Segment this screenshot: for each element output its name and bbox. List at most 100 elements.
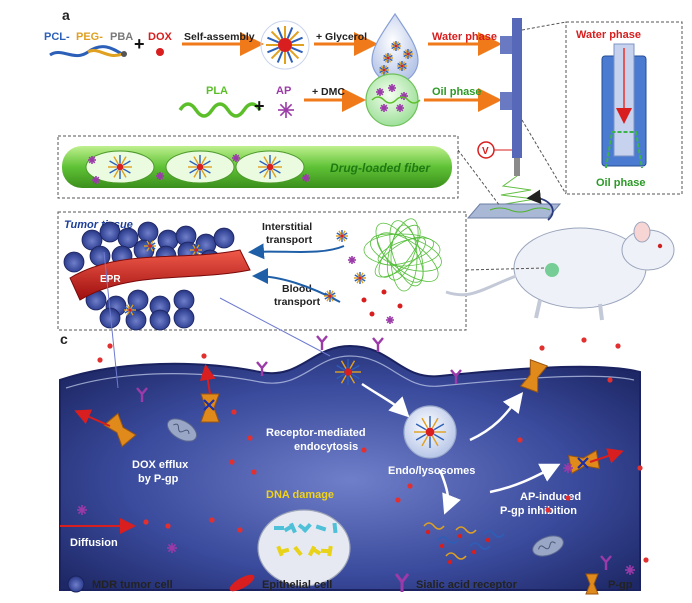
dox-dot (565, 495, 571, 501)
micelle-core-dot (425, 427, 435, 437)
inhibition-x-mark (577, 457, 589, 469)
ap-marks (77, 463, 635, 575)
micelle-arm (342, 230, 346, 235)
legend-label-sialic: Sialic acid receptor (416, 579, 518, 591)
pla-chain: PLA (178, 85, 262, 118)
micelle-arm (276, 27, 284, 39)
released-ap-star (348, 256, 356, 264)
released-chain-dox (447, 559, 453, 565)
micelle-arm (330, 297, 334, 302)
ap-molecule: AP (276, 85, 294, 118)
released-chains (423, 522, 505, 565)
droplet-micelle (379, 65, 389, 75)
fiber-micelle (188, 155, 212, 179)
fiber-micelle (108, 155, 132, 179)
pgp-pump-shape (103, 412, 137, 448)
ap-star-ray (348, 256, 356, 264)
dox-dot (201, 353, 207, 359)
micelle-arm (122, 160, 131, 166)
micelle-arm (384, 70, 389, 74)
fiber-ap-star (302, 174, 310, 182)
micelle-arm (267, 46, 279, 54)
zoom-line-bottom (521, 119, 567, 195)
micelle-arm (197, 250, 202, 254)
released-chain (469, 542, 491, 550)
endosome (403, 405, 457, 459)
incoming-micelle (335, 359, 361, 385)
efflux-arrow-top (199, 364, 216, 395)
micelle-arm (263, 169, 269, 178)
fiber-loop (374, 236, 426, 278)
dox-dots (97, 337, 649, 563)
ap-star-ray (167, 543, 177, 553)
ap-star-ray (279, 103, 293, 117)
incoming-micelle-inner (335, 359, 361, 385)
droplet-micelle (403, 49, 413, 59)
fiber-section: Drug-loaded fiber (57, 135, 501, 207)
micelle-arm (383, 54, 388, 58)
micelle-arm (408, 54, 412, 59)
micelle-arm (291, 36, 303, 44)
micelle-arm (351, 364, 360, 371)
micelle-core (278, 38, 292, 52)
micelle-arm (271, 169, 277, 178)
tumor-micelle (190, 244, 202, 256)
released-ap-star (386, 316, 394, 324)
micelle-arm (131, 306, 136, 310)
micelle-arm (351, 373, 360, 380)
spinneret-barrel (512, 18, 522, 158)
released-chain-dox (457, 533, 463, 539)
dox-dot (251, 469, 257, 475)
dox-dot (637, 465, 643, 471)
dox-dot (615, 343, 621, 349)
dmc-label: + DMC (312, 86, 345, 98)
ap-star-ray (563, 463, 573, 473)
released-dox-dot (361, 297, 367, 303)
fiber-loop (377, 237, 435, 266)
micelle-arm (331, 292, 336, 296)
blood-label: Blood (282, 283, 312, 295)
micelle-arm (408, 54, 413, 58)
nucleus (257, 509, 351, 587)
ap-star-ray (376, 88, 384, 96)
micelle-arm (431, 435, 439, 447)
micelle-arm (144, 242, 149, 246)
tumor-tissue-section: Tumor tissue EPR Interstitial transport … (57, 211, 467, 331)
micelle-arm (433, 433, 445, 441)
dna-fragment (274, 526, 284, 530)
mouse-eye (657, 243, 663, 249)
fiber-box (57, 135, 459, 199)
fiber-label: Drug-loaded fiber (330, 161, 431, 175)
efflux-arrow-left (74, 409, 111, 427)
polymer-chain-row1: PCL- PEG- PBA (44, 31, 133, 58)
micelle-arm (291, 46, 303, 54)
micelle-arm (388, 58, 393, 62)
fiber-loop (375, 222, 424, 283)
micelle-arm (193, 169, 199, 178)
dox-dot (407, 483, 413, 489)
released-chain (437, 536, 459, 544)
pba-label: PBA (110, 31, 133, 43)
micelle-arm (421, 435, 429, 447)
micelle-arm (270, 49, 281, 60)
dna-fragments (274, 522, 338, 557)
fiber-zoom-line (457, 149, 501, 207)
released-dox-dot (381, 289, 387, 295)
dox-dot (229, 459, 235, 465)
micelle-arm (397, 66, 402, 70)
micelle-arm (130, 304, 134, 309)
spinneret-needle (514, 158, 520, 176)
dox-dot (361, 447, 367, 453)
micelle-arm (324, 296, 329, 300)
ap-star-ray (77, 505, 87, 515)
sialic-receptor (372, 337, 384, 352)
micelle-arm (397, 62, 402, 66)
micelle-arm (388, 54, 393, 58)
oil-sphere-contents (371, 84, 421, 112)
ap-star-ray (388, 84, 396, 92)
dox-dot (395, 497, 401, 503)
mitochondria (166, 418, 564, 557)
pgp-inhibition-label: P-gp inhibition (500, 505, 577, 517)
released-dox-dot (369, 311, 375, 317)
released-chain-dox (439, 543, 445, 549)
